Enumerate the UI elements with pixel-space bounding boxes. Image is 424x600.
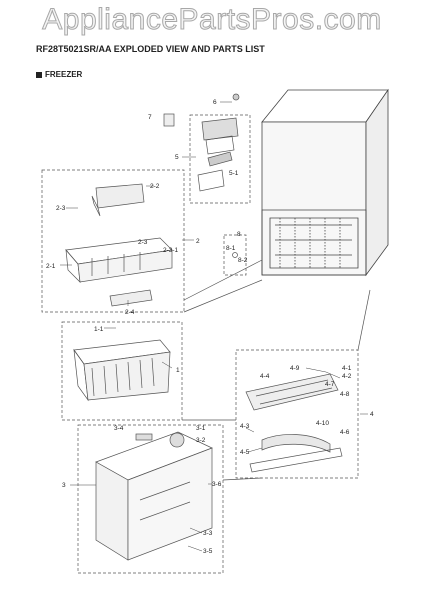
section-heading: FREEZER — [36, 70, 82, 79]
label-part-4-5: 4-5 — [240, 449, 250, 456]
label-part-2-3: 2-3 — [56, 205, 66, 212]
label-part-3: 3 — [62, 482, 66, 489]
label-part-8: 8 — [237, 231, 241, 238]
label-part-4-7: 4-7 — [325, 381, 335, 388]
watermark: AppliancePartsPros.com — [42, 3, 382, 37]
lower-basket — [73, 339, 171, 402]
rear-cover-panel — [95, 431, 213, 561]
label-part-4-9: 4-9 — [290, 365, 300, 372]
label-part-2-3-1: 2-3-1 — [163, 247, 179, 254]
freezer-cabinet — [261, 88, 389, 277]
label-part-3-4: 3-4 — [114, 425, 124, 432]
label-part-3-2: 3-2 — [196, 437, 206, 444]
label-part-5-1: 5-1 — [229, 170, 239, 177]
label-part-1-1: 1-1 — [94, 326, 104, 333]
label-part-2-1: 2-1 — [46, 263, 56, 270]
section-bullet-icon — [36, 71, 42, 78]
label-part-5: 5 — [175, 154, 179, 161]
label-part-2-4: 2-4 — [125, 309, 135, 316]
group-box-8 — [223, 234, 247, 276]
label-part-3-6: 3-6 — [212, 481, 222, 488]
label-part-4-2: 4-2 — [342, 373, 352, 380]
label-part-4-4: 4-4 — [260, 373, 270, 380]
part-7-bracket — [163, 113, 175, 127]
label-part-7: 7 — [148, 114, 152, 121]
label-part-2: 2 — [196, 238, 200, 245]
label-part-4-3: 4-3 — [240, 423, 250, 430]
small-tray — [95, 183, 145, 209]
part-8-screw — [232, 252, 238, 258]
label-part-8-1: 8-1 — [226, 245, 236, 252]
page-title: RF28T5021SR/AA EXPLODED VIEW AND PARTS L… — [36, 44, 265, 54]
label-part-4-10: 4-10 — [316, 420, 329, 427]
section-label: FREEZER — [45, 70, 83, 79]
group-box-4 — [235, 349, 359, 479]
label-part-4-8: 4-8 — [340, 391, 350, 398]
label-part-3-5: 3-5 — [203, 548, 213, 555]
group-box-2 — [41, 169, 185, 313]
icemaker-assembly — [197, 93, 240, 192]
slide-rail-assembly — [245, 373, 343, 473]
group-box-1 — [61, 321, 183, 421]
group-box-5 — [189, 114, 251, 204]
label-part-6: 6 — [213, 99, 217, 106]
label-part-2-3-b: 2-3 — [138, 239, 148, 246]
label-part-4-6: 4-6 — [340, 429, 350, 436]
label-part-3-3: 3-3 — [203, 530, 213, 537]
group-box-3 — [77, 424, 224, 574]
label-part-4: 4 — [370, 411, 374, 418]
upper-drawer — [65, 237, 173, 307]
label-part-8-2: 8-2 — [238, 257, 248, 264]
label-part-3-1: 3-1 — [196, 425, 206, 432]
label-part-4-1: 4-1 — [342, 365, 352, 372]
label-part-1: 1 — [176, 367, 180, 374]
label-part-2-2: 2-2 — [150, 183, 160, 190]
